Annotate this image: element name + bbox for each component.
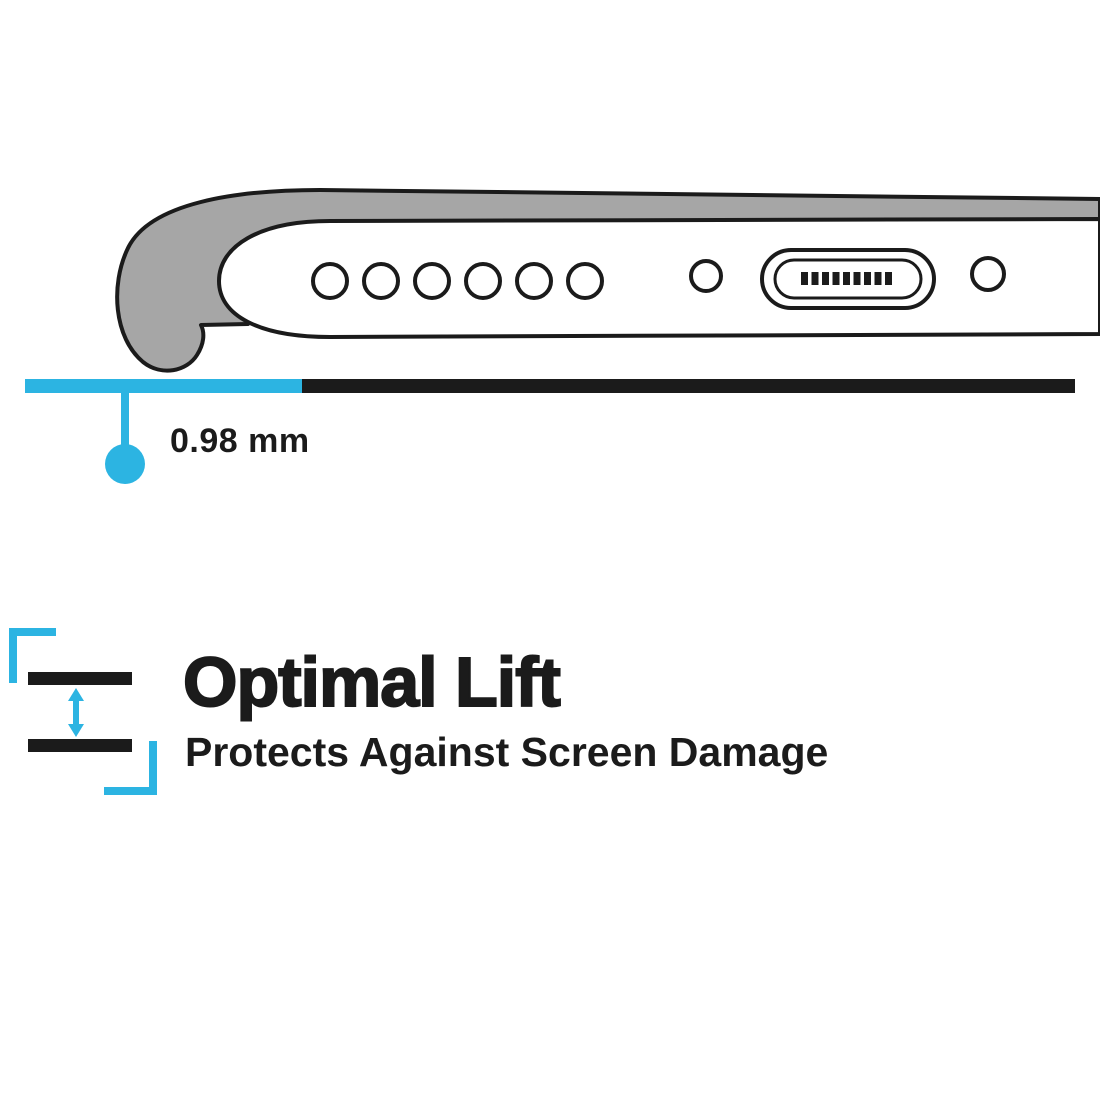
measurement-label: 0.98 mm xyxy=(170,422,310,460)
speaker-hole xyxy=(515,262,553,300)
phone-illustration xyxy=(115,188,1100,373)
speaker-hole xyxy=(311,262,349,300)
gap-bar-top xyxy=(28,672,132,685)
charging-port xyxy=(760,248,936,310)
port-inner-outline xyxy=(773,258,923,300)
speaker-holes xyxy=(311,262,604,300)
double-arrow-icon xyxy=(68,688,84,737)
bracket-top-left xyxy=(9,628,56,683)
gap-bar-bottom xyxy=(28,739,132,752)
surface-line xyxy=(302,379,1075,393)
screw-hole xyxy=(970,256,1006,292)
speaker-hole xyxy=(566,262,604,300)
feature-subtitle: Protects Against Screen Damage xyxy=(185,729,828,775)
lift-measurement: 0.98 mm xyxy=(25,379,1075,484)
speaker-hole xyxy=(362,262,400,300)
lift-gap-icon xyxy=(9,628,157,795)
case-bumper xyxy=(115,188,1100,373)
feature-title: Optimal Lift xyxy=(183,643,561,721)
speaker-hole xyxy=(464,262,502,300)
surface-line-highlight xyxy=(25,379,302,393)
bracket-bottom-right xyxy=(104,741,157,795)
feature-callout: Optimal Lift Protects Against Screen Dam… xyxy=(9,628,828,795)
port-pins xyxy=(801,272,892,285)
pointer-line xyxy=(121,393,129,450)
pointer-dot xyxy=(105,444,145,484)
speaker-hole xyxy=(413,262,451,300)
mic-hole xyxy=(689,259,723,293)
phone-body xyxy=(217,217,1100,339)
